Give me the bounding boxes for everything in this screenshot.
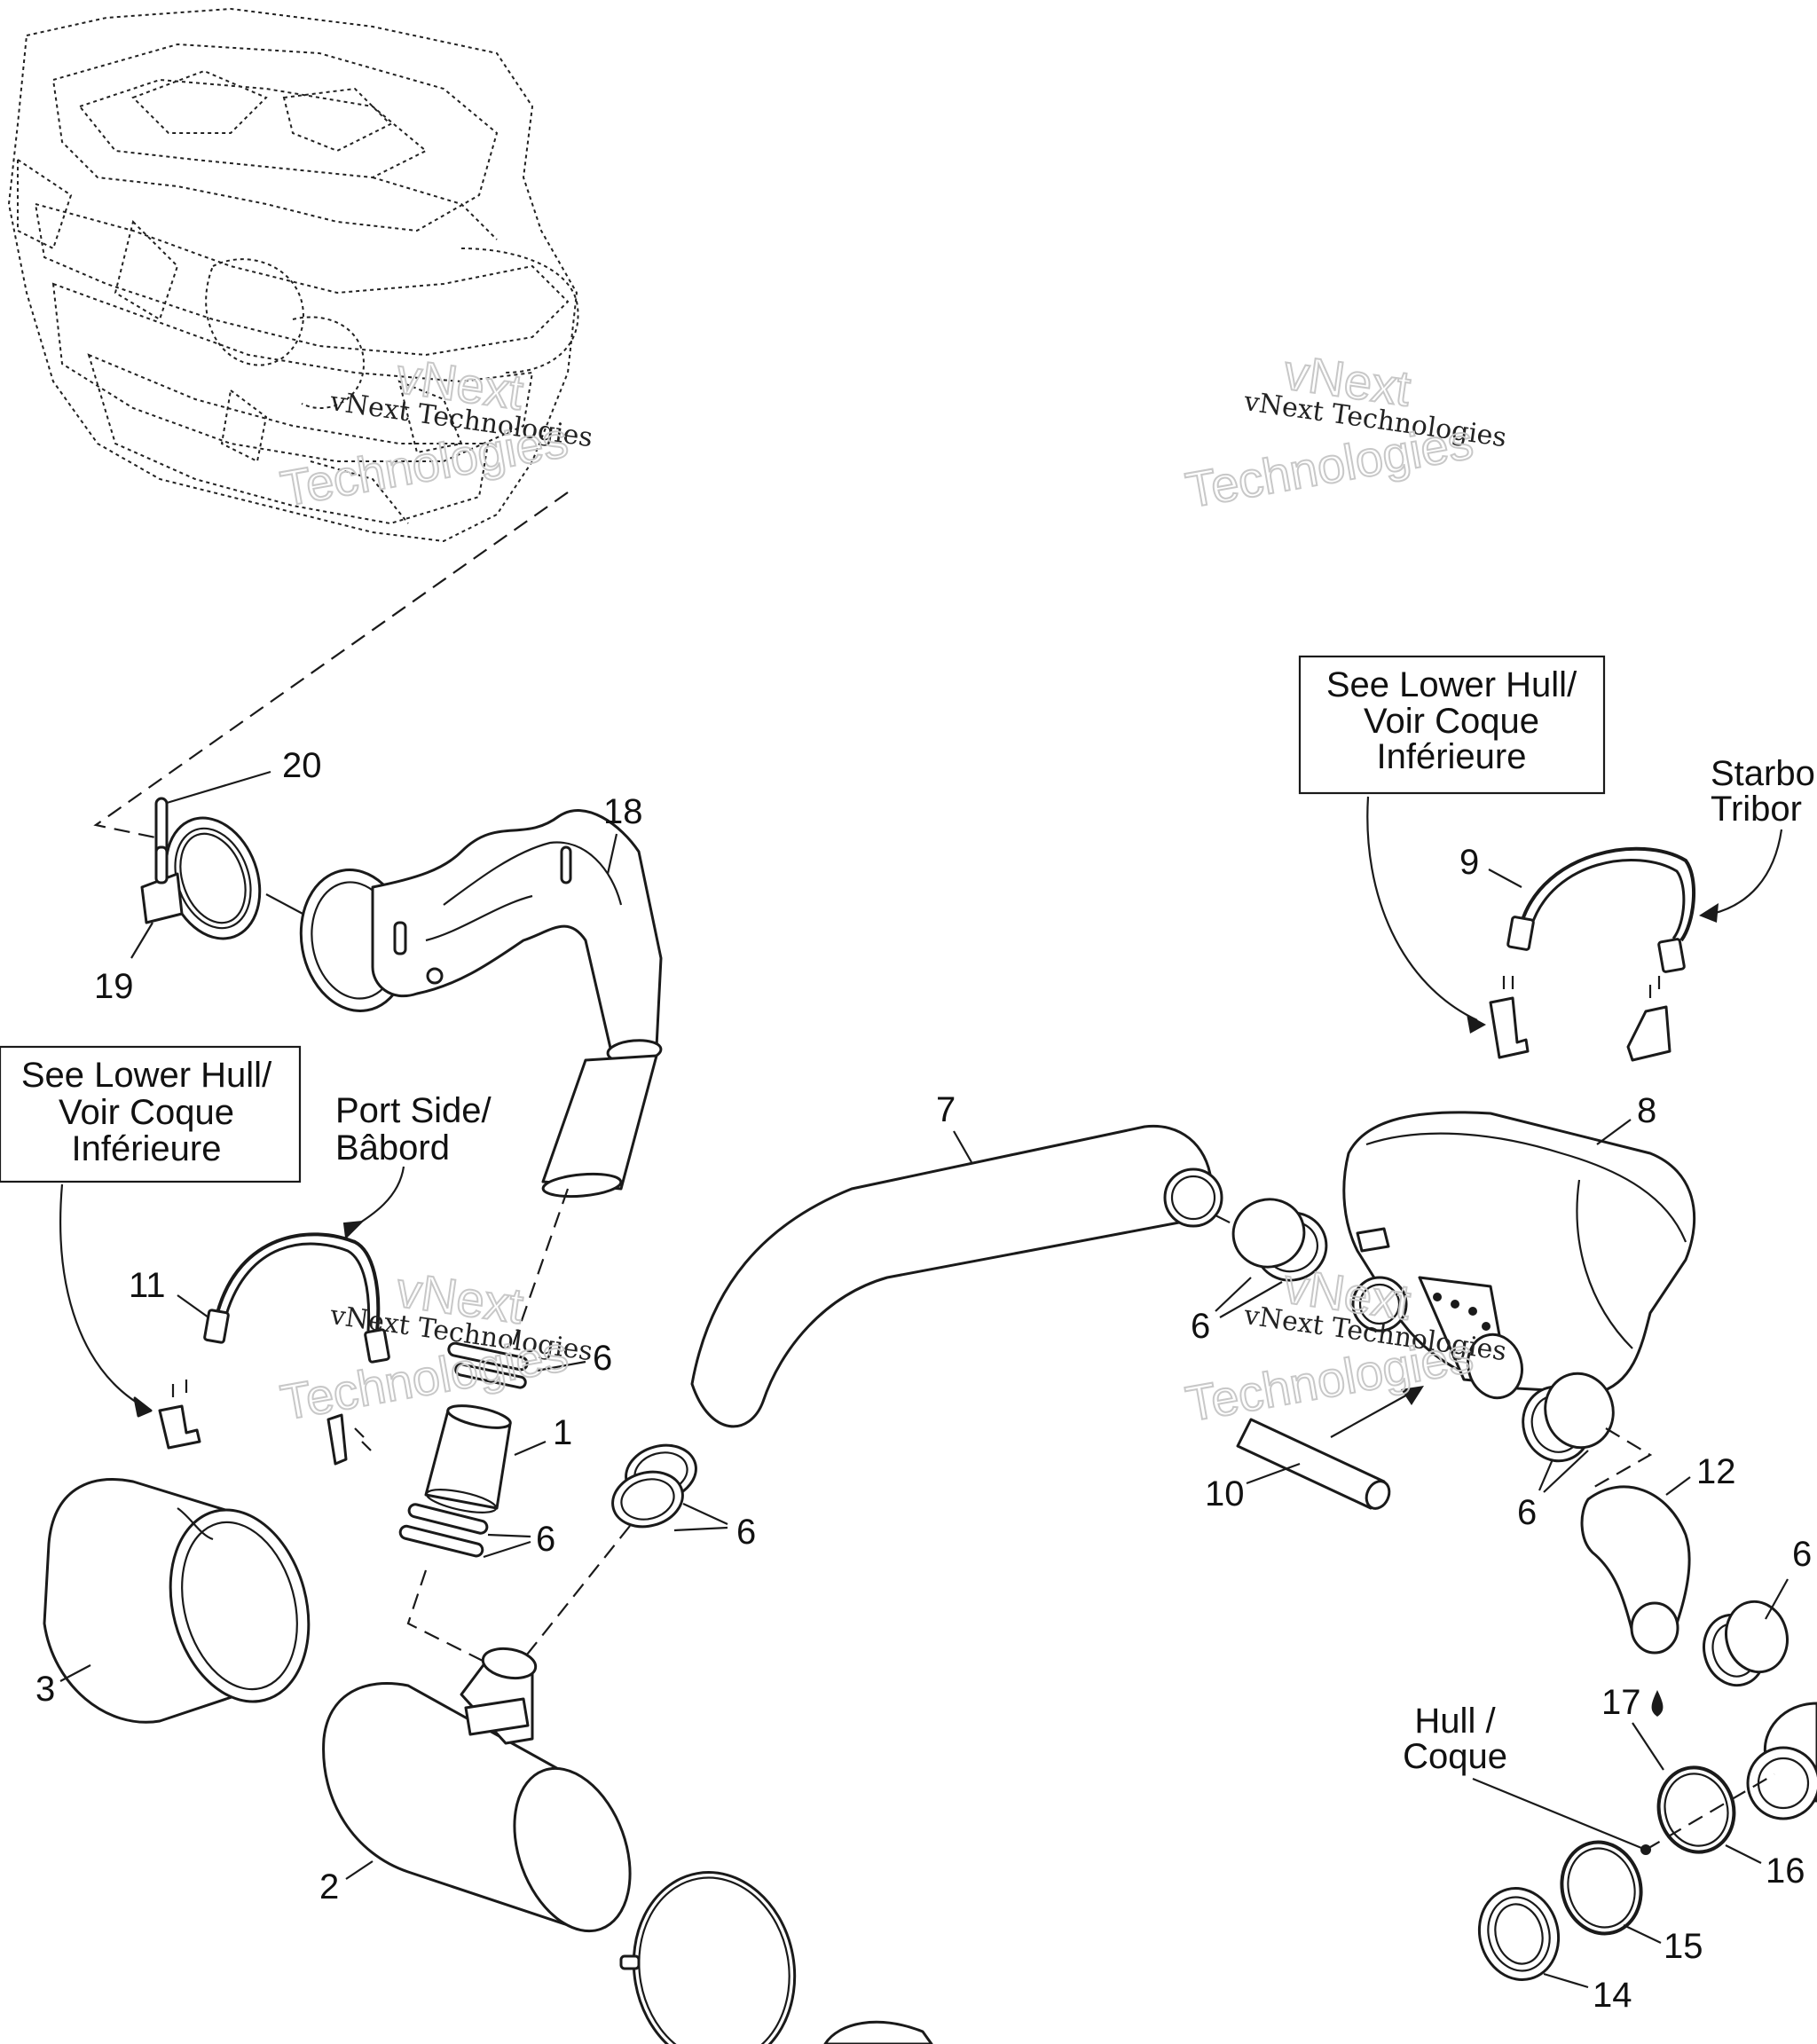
callout-6: 6	[1191, 1307, 1210, 1346]
callout-9: 9	[1459, 843, 1479, 882]
note-line: Voir Coque	[1364, 702, 1539, 741]
note-lower-hull-right: See Lower Hull/ Voir Coque Inférieure	[1298, 655, 1606, 1034]
part-19-clamp	[130, 816, 262, 959]
callout-12: 12	[1696, 1452, 1736, 1491]
note-starboard: Starbo Tribor	[1699, 754, 1815, 923]
callout-1: 1	[553, 1413, 572, 1452]
callout-8: 8	[1637, 1091, 1656, 1130]
part-12-elbow-hose	[1580, 1476, 1691, 1655]
note-port-side: Port Side/ Bâbord	[335, 1091, 492, 1240]
part-6-clamp-upper-right	[1215, 1198, 1328, 1318]
callout-15: 15	[1664, 1927, 1703, 1966]
part-6-clamp-lower	[398, 1503, 531, 1559]
callout-20: 20	[282, 746, 322, 785]
note-line: Port Side/	[335, 1091, 492, 1130]
bracket-right-b	[1626, 976, 1671, 1062]
part-10-hose	[1236, 1386, 1424, 1510]
outlet-fitting	[1746, 1702, 1817, 1820]
callout-3: 3	[35, 1670, 55, 1709]
note-line: Inférieure	[72, 1129, 222, 1168]
part-18-exhaust-pipe	[265, 809, 663, 1199]
watermark-2: vNext vNext Technologies Technologies	[1181, 342, 1508, 519]
bottom-ring-clamp	[619, 1871, 797, 2044]
leader-17	[1632, 1722, 1664, 1771]
part-7-hose	[690, 1124, 1223, 1428]
part-15-ring	[1560, 1840, 1662, 1944]
note-lower-hull-left: See Lower Hull/ Voir Coque Inférieure	[0, 1045, 302, 1418]
note-line: See Lower Hull/	[1326, 665, 1577, 704]
callout-6: 6	[593, 1339, 612, 1378]
note-line: Coque	[1403, 1737, 1507, 1776]
part-16-ring	[1656, 1765, 1762, 1864]
callout-6: 6	[1792, 1535, 1812, 1574]
part-6-clamp-middle	[611, 1443, 728, 1532]
part-1-sleeve	[424, 1404, 547, 1513]
callout-6: 6	[736, 1513, 756, 1552]
note-line: Hull /	[1414, 1702, 1496, 1741]
note-line: Tribor	[1711, 790, 1802, 829]
callout-19: 19	[94, 967, 134, 1006]
assembly-line-engine	[93, 491, 569, 840]
part-9-strap	[1488, 846, 1695, 973]
assembly-line-1-2	[406, 1569, 498, 1669]
callout-16: 16	[1766, 1851, 1805, 1891]
bottom-partial-ring	[823, 2020, 933, 2044]
assembly-line-7-6	[1215, 1215, 1261, 1238]
note-line: Bâbord	[335, 1128, 450, 1167]
assembly-line-muffler-12	[1587, 1427, 1653, 1491]
note-line: Inférieure	[1377, 737, 1527, 776]
part-14-nut	[1477, 1886, 1589, 1989]
assembly-line-18-1	[504, 1188, 570, 1367]
part-6-clamp-muffler	[1467, 1333, 1615, 1493]
watermark-3: vNext vNext Technologies Technologies	[276, 1260, 594, 1431]
part-6-clamp-far-right	[1703, 1578, 1789, 1687]
part-8-muffler-box	[1342, 1111, 1696, 1395]
callout-7: 7	[936, 1090, 956, 1129]
bracket-left-a	[158, 1380, 201, 1450]
callout-11: 11	[129, 1266, 166, 1305]
note-line: Voir Coque	[59, 1093, 234, 1132]
note-line: Starbo	[1711, 754, 1815, 793]
callout-18: 18	[603, 792, 643, 831]
callout-14: 14	[1593, 1976, 1632, 2015]
callout-17: 17	[1601, 1683, 1641, 1722]
engine-outline	[7, 7, 579, 543]
part-11-strap	[177, 1232, 390, 1364]
bracket-right-a	[1489, 976, 1530, 1059]
note-hull: Hull / Coque	[1403, 1702, 1651, 1855]
part-3-tube	[43, 1478, 311, 1724]
callout-2: 2	[319, 1867, 339, 1906]
bracket-left-b	[326, 1413, 372, 1466]
part-6-clamp-upper	[447, 1341, 586, 1389]
callout-6: 6	[1517, 1493, 1537, 1532]
assembly-line-clamp-muffler	[523, 1525, 631, 1660]
part-2-muffler	[322, 1647, 632, 1933]
note-line: See Lower Hull/	[21, 1056, 272, 1095]
drop-icon	[1651, 1690, 1664, 1717]
callout-6: 6	[536, 1520, 555, 1559]
callout-10: 10	[1205, 1474, 1245, 1513]
